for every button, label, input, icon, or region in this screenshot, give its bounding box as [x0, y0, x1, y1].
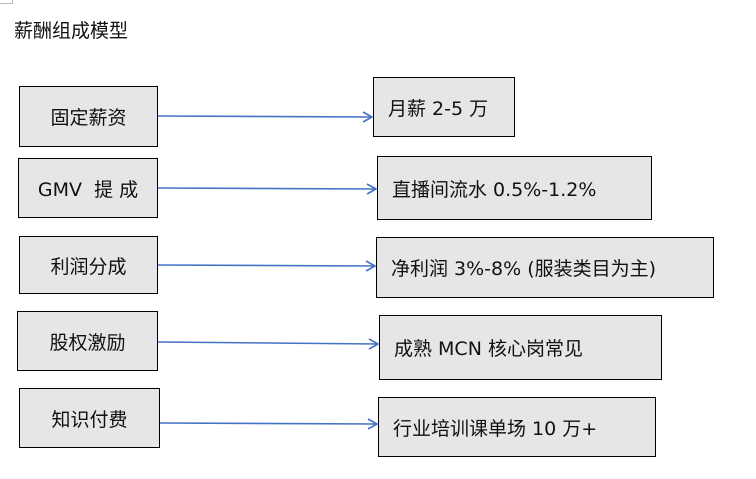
diagram-title: 薪酬组成模型	[14, 20, 129, 42]
arrow-1	[157, 111, 374, 123]
source-box-equity-incentive: 股权激励	[17, 311, 158, 371]
target-box-stream-revenue: 直播间流水 0.5%-1.2%	[377, 156, 652, 220]
target-box-net-profit: 净利润 3%-8% (服装类目为主)	[376, 237, 714, 298]
source-box-profit-share: 利润分成	[19, 236, 158, 294]
source-box-fixed-salary: 固定薪资	[19, 86, 158, 147]
source-box-knowledge-payment: 知识付费	[19, 388, 160, 448]
arrow-2	[157, 183, 378, 195]
arrow-5	[159, 418, 379, 430]
target-box-monthly-salary: 月薪 2-5 万	[373, 77, 515, 137]
arrow-4	[157, 338, 380, 350]
page-corner-marker	[0, 0, 13, 4]
source-box-gmv-commission: GMV 提 成	[18, 158, 158, 218]
target-box-training-course: 行业培训课单场 10 万+	[378, 397, 656, 457]
target-box-mcn-core: 成熟 MCN 核心岗常见	[379, 315, 662, 380]
arrow-3	[157, 260, 377, 272]
